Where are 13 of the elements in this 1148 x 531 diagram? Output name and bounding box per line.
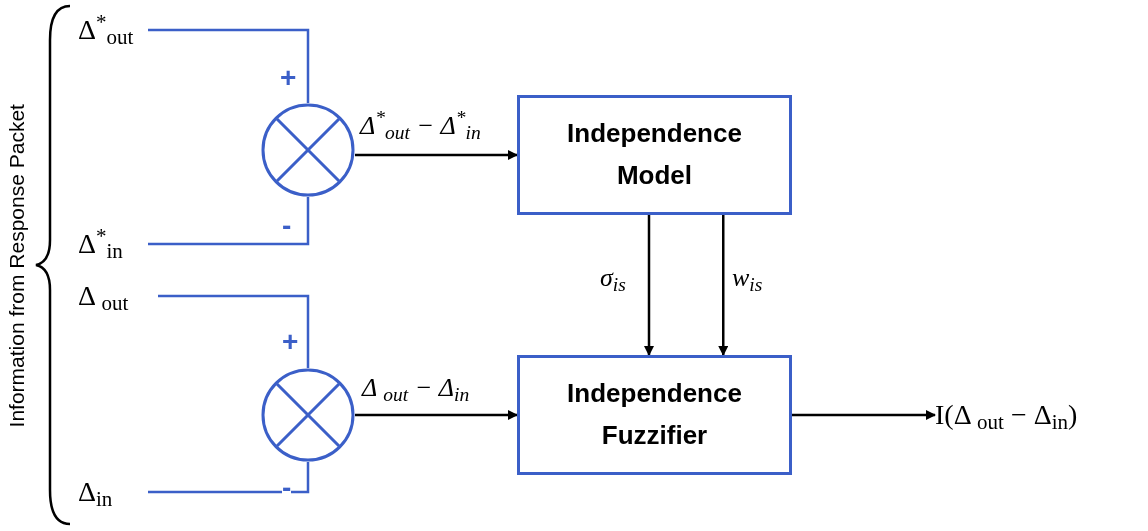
arrow xyxy=(355,410,518,420)
signal-label: Δ $_{out}$ xyxy=(78,276,158,316)
arrow xyxy=(718,215,729,356)
arrow xyxy=(355,150,518,160)
process-box: Independence Model xyxy=(517,95,792,215)
arrow xyxy=(644,215,654,356)
signal-label: I(Δ $_{out}$ − Δ$_{in}$) xyxy=(935,392,1145,438)
arrow xyxy=(792,410,936,420)
summing-junction xyxy=(261,103,355,197)
side-label: Information from Response Packet xyxy=(4,104,30,428)
summing-junction xyxy=(261,368,355,462)
process-box: Independence Fuzzifier xyxy=(517,355,792,475)
signal-label: Δ$_{in}$ xyxy=(78,470,148,514)
